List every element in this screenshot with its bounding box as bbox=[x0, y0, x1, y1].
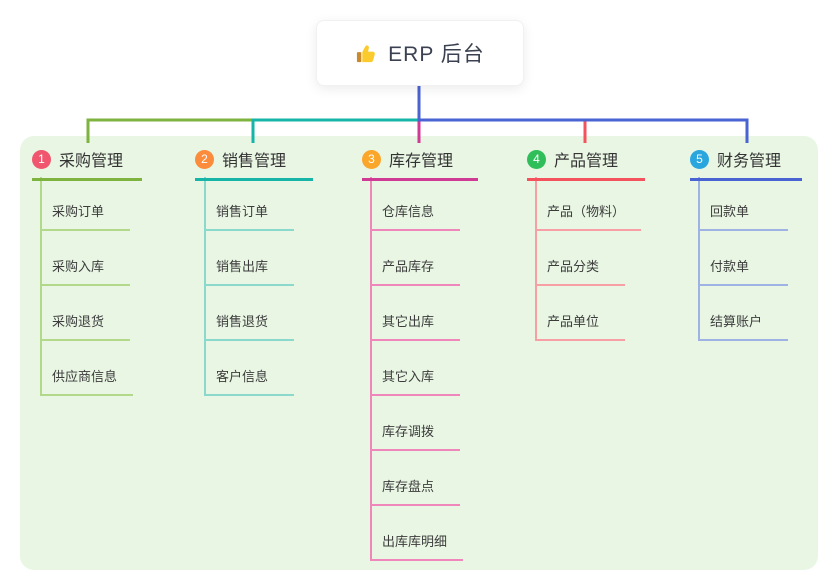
branch-node-3[interactable]: 3 库存管理 bbox=[362, 147, 478, 181]
child-node[interactable]: 其它出库 bbox=[370, 311, 460, 341]
branch-label: 库存管理 bbox=[389, 153, 454, 170]
branch-badge: 5 bbox=[690, 149, 709, 169]
branch-badge: 3 bbox=[362, 149, 381, 169]
child-node[interactable]: 仓库信息 bbox=[370, 201, 460, 231]
branch-node-2[interactable]: 2 销售管理 bbox=[195, 147, 313, 181]
connector-line bbox=[417, 84, 749, 143]
connector-line bbox=[86, 84, 421, 143]
child-node[interactable]: 客户信息 bbox=[204, 366, 294, 396]
branch-node-5[interactable]: 5 财务管理 bbox=[690, 147, 802, 181]
child-node[interactable]: 采购退货 bbox=[40, 311, 130, 341]
child-node[interactable]: 产品（物料） bbox=[535, 201, 642, 231]
branch-node-1[interactable]: 1 采购管理 bbox=[32, 147, 142, 181]
child-node[interactable]: 其它入库 bbox=[370, 366, 460, 396]
child-node[interactable]: 付款单 bbox=[698, 256, 788, 286]
branch-label: 产品管理 bbox=[554, 153, 619, 170]
connector-line bbox=[417, 84, 587, 143]
branch-badge: 2 bbox=[195, 149, 214, 169]
branch-label: 财务管理 bbox=[717, 153, 782, 170]
child-node[interactable]: 产品单位 bbox=[535, 311, 625, 341]
child-node[interactable]: 回款单 bbox=[698, 201, 788, 231]
child-node[interactable]: 产品分类 bbox=[535, 256, 625, 286]
thumbs-up-icon bbox=[355, 42, 378, 65]
mindmap-canvas bbox=[20, 136, 818, 570]
branch-label: 采购管理 bbox=[59, 153, 124, 170]
root-node[interactable]: ERP 后台 bbox=[316, 20, 524, 86]
child-node[interactable]: 结算账户 bbox=[698, 311, 788, 341]
child-node[interactable]: 采购入库 bbox=[40, 256, 130, 286]
child-node[interactable]: 销售退货 bbox=[204, 311, 294, 341]
child-node[interactable]: 供应商信息 bbox=[40, 366, 134, 396]
child-node[interactable]: 库存调拨 bbox=[370, 421, 460, 451]
branch-badge: 1 bbox=[32, 149, 51, 169]
child-node[interactable]: 销售出库 bbox=[204, 256, 294, 286]
connector-line bbox=[251, 84, 421, 143]
child-node[interactable]: 产品库存 bbox=[370, 256, 460, 286]
branch-node-4[interactable]: 4 产品管理 bbox=[527, 147, 645, 181]
branch-label: 销售管理 bbox=[222, 153, 287, 170]
root-title: ERP 后台 bbox=[388, 43, 485, 66]
child-node[interactable]: 库存盘点 bbox=[370, 476, 460, 506]
child-node[interactable]: 采购订单 bbox=[40, 201, 130, 231]
child-node[interactable]: 出库库明细 bbox=[370, 531, 464, 561]
branch-badge: 4 bbox=[527, 149, 546, 169]
child-node[interactable]: 销售订单 bbox=[204, 201, 294, 231]
